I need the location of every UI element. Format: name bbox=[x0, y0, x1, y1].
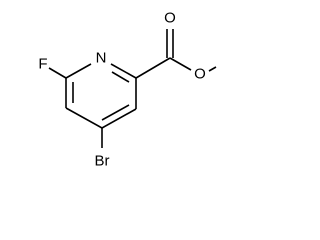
bond-c3-c4 bbox=[101, 108, 137, 129]
molecule-structure: N F Br O O bbox=[38, 10, 217, 170]
bond-c4-c5 bbox=[65, 107, 103, 129]
bond-n1-c2 bbox=[110, 63, 137, 79]
bond-c6-n1 bbox=[65, 63, 92, 79]
bond-c2-ccarbonyl bbox=[135, 57, 171, 79]
atom-label-n: N bbox=[96, 50, 107, 67]
bond-n1-c2-inner bbox=[111, 71, 130, 83]
atom-label-f: F bbox=[38, 56, 47, 73]
atom-label-o-carbonyl: O bbox=[164, 10, 176, 27]
bond-oester-methyl bbox=[208, 66, 217, 72]
bond-ccarbonyl-oester bbox=[169, 57, 192, 71]
atom-label-o-ester: O bbox=[194, 66, 206, 83]
atom-label-br: Br bbox=[95, 153, 110, 170]
bond-c6-f bbox=[48, 67, 67, 79]
bond-c3-c4-inner bbox=[101, 104, 130, 121]
